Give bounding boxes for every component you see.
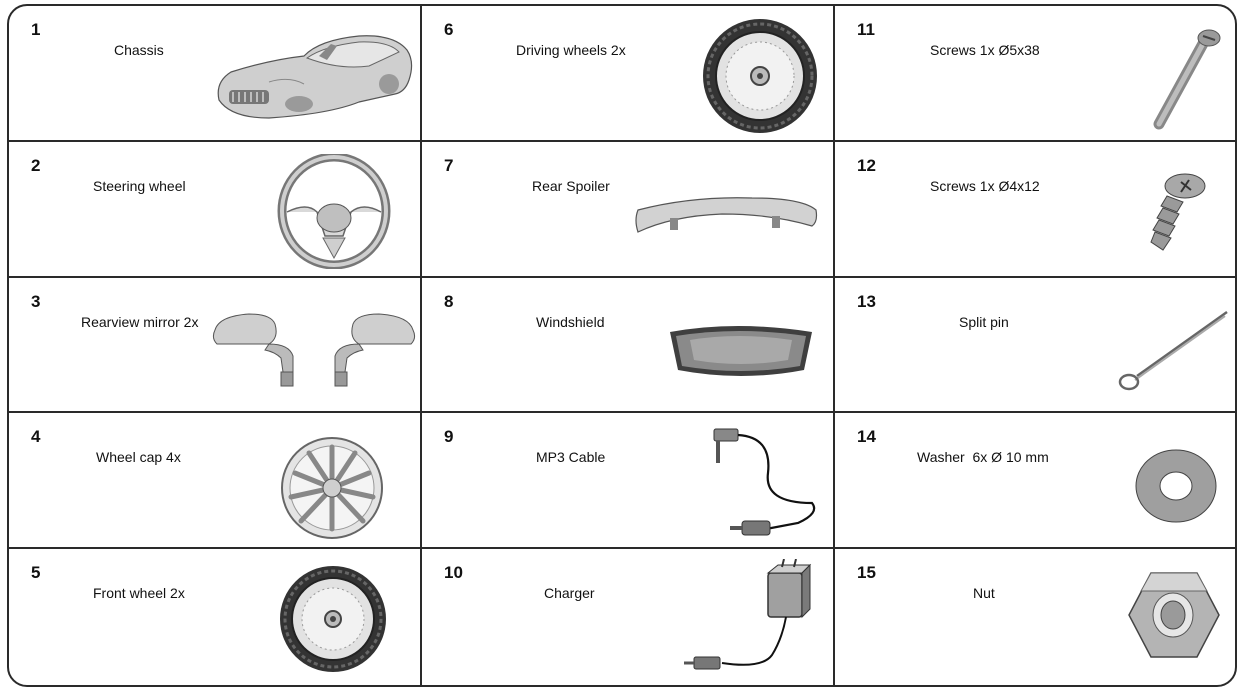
part-name: Rearview mirror 2x — [81, 313, 199, 330]
part-name: Steering wheel — [93, 177, 186, 194]
part-cell-13: 13 Split pin — [835, 278, 1235, 414]
part-cell-11: 11 Screws 1x Ø5x38 — [835, 6, 1235, 142]
part-cell-14: 14 Washer 6x Ø 10 mm — [835, 413, 1235, 550]
part-name: Split pin — [959, 313, 1009, 330]
part-cell-8: 8 Windshield — [422, 277, 835, 414]
front-wheel-icon — [277, 563, 389, 675]
part-name: Chassis — [114, 42, 164, 58]
part-name: Front wheel 2x — [93, 585, 185, 602]
part-name: MP3 Cable — [536, 449, 606, 466]
washer-icon — [1131, 445, 1221, 527]
short-screw-icon — [1137, 170, 1212, 260]
part-number: 11 — [857, 20, 875, 39]
part-cell-2: 2 Steering wheel — [9, 141, 422, 278]
part-cell-10: 10 Charger — [422, 549, 835, 685]
part-number: 10 — [444, 563, 463, 583]
part-number: 3 — [31, 291, 41, 311]
split-pin-icon — [1115, 308, 1230, 393]
part-name: Charger — [544, 585, 595, 602]
part-number: 5 — [31, 563, 41, 583]
part-cell-4: 4 Wheel cap 4x — [9, 413, 422, 550]
part-name: Washer 6x Ø 10 mm — [917, 449, 1049, 466]
car-chassis-icon — [209, 22, 419, 122]
rear-spoiler-icon — [632, 192, 822, 242]
part-number: 7 — [444, 155, 454, 175]
nut-icon — [1127, 569, 1221, 661]
part-number: 12 — [857, 155, 876, 175]
part-cell-3: 3 Rearview mirror 2x — [9, 277, 422, 414]
part-number: 1 — [31, 20, 41, 39]
parts-table: 1 Chassis 6 Driving wheels 2x — [7, 4, 1237, 687]
part-number: 8 — [444, 291, 454, 311]
part-number: 2 — [31, 155, 41, 175]
part-cell-5: 5 Front wheel 2x — [9, 549, 422, 685]
part-cell-12: 12 Screws 1x Ø4x12 — [835, 142, 1235, 278]
part-cell-6: 6 Driving wheels 2x — [422, 6, 835, 142]
part-name: Nut — [973, 585, 995, 602]
mp3-cable-icon — [702, 423, 827, 541]
part-name: Windshield — [536, 313, 605, 330]
wheel-cap-icon — [277, 433, 387, 543]
part-cell-15: 15 Nut — [835, 549, 1235, 685]
part-number: 4 — [31, 427, 41, 447]
part-name: Screws 1x Ø4x12 — [930, 177, 1040, 194]
rearview-mirror-icon — [209, 310, 419, 395]
windshield-icon — [666, 320, 816, 382]
part-cell-9: 9 MP3 Cable — [422, 413, 835, 550]
part-name: Rear Spoiler — [532, 177, 610, 194]
part-cell-7: 7 Rear Spoiler — [422, 141, 835, 278]
long-screw-icon — [1147, 28, 1227, 133]
part-name: Screws 1x Ø5x38 — [930, 42, 1040, 58]
part-cell-1: 1 Chassis — [9, 6, 422, 142]
part-number: 9 — [444, 427, 454, 447]
charger-icon — [682, 559, 822, 674]
driving-wheel-icon — [700, 16, 820, 136]
part-number: 14 — [857, 427, 876, 447]
part-number: 6 — [444, 20, 454, 39]
part-number: 15 — [857, 563, 876, 583]
part-number: 13 — [857, 291, 876, 311]
steering-wheel-icon — [277, 153, 392, 269]
part-name: Wheel cap 4x — [96, 449, 181, 466]
part-name: Driving wheels 2x — [516, 42, 626, 58]
